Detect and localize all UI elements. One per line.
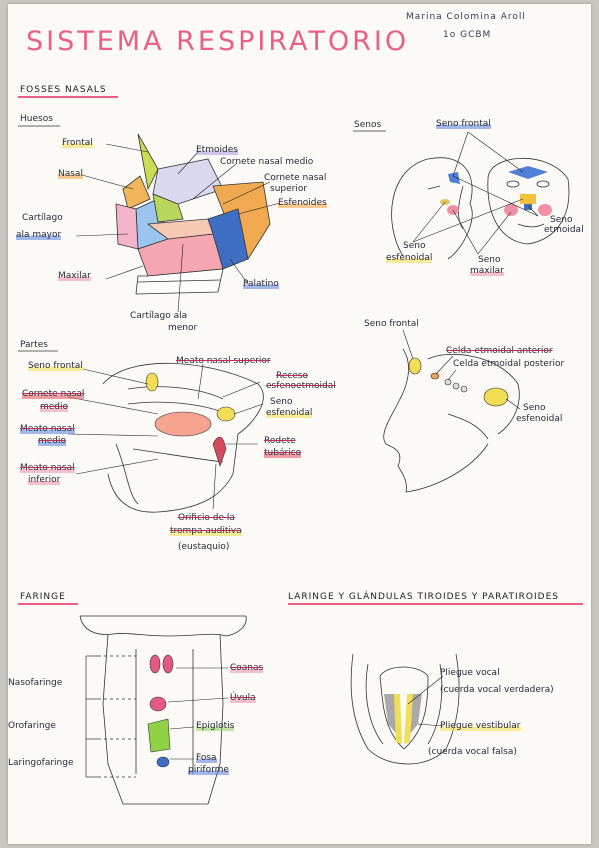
- label-cartilage-minor-1: Cartílago ala: [130, 311, 188, 321]
- huesos-leaders: [75, 143, 281, 313]
- laringe-leaders: [407, 675, 444, 727]
- label-etmoides: Etmoides: [196, 145, 238, 155]
- ethmoid-colors: [408, 357, 509, 407]
- label-meato-superior: Meato nasal superior: [176, 356, 271, 366]
- ethmoid-cells-diagram: [383, 348, 520, 493]
- label-parts-seno-esf-1: Seno: [270, 397, 293, 407]
- label-cartilage-major-2: ala mayor: [16, 230, 62, 240]
- section-heading-laringe: LARINGE Y GLÁNDULAS TIROIDES Y PARATIROI…: [288, 592, 559, 602]
- page-title: SISTEMA RESPIRATORIO: [26, 26, 410, 57]
- pharynx-diagram: [79, 615, 247, 805]
- subtitle-senos: Senos: [354, 120, 382, 130]
- label-orificio-2: trompa auditiva: [170, 526, 242, 536]
- label-cells-seno-esf-1: Seno: [523, 403, 546, 413]
- label-esfenoides: Esfenoides: [278, 198, 327, 208]
- faringe-leaders: [167, 667, 229, 760]
- heading-underlines: [18, 96, 583, 605]
- label-uvula: Úvula: [230, 693, 256, 703]
- faringe-brackets: [85, 655, 136, 778]
- label-palatino: Palatino: [243, 279, 279, 289]
- label-cuerda-verdadera: (cuerda vocal verdadera): [440, 685, 554, 695]
- label-nasal-bone: Nasal: [58, 169, 83, 179]
- label-cells-anterior: Celda etmoidal anterior: [446, 346, 553, 356]
- author-name: Marina Colomina Aroll: [406, 12, 526, 22]
- label-meato-medio-2: medio: [38, 436, 67, 446]
- pharynx-colors: [147, 654, 174, 768]
- nasal-parts-colors: [145, 372, 236, 467]
- label-cornete-medio-2: medio: [40, 402, 69, 412]
- section-heading-faringe: FARINGE: [20, 592, 66, 602]
- label-epiglotis: Epiglotis: [196, 721, 235, 731]
- label-receso-2: esfenoetmoidal: [266, 381, 336, 391]
- label-fosa-1: Fosa: [196, 753, 217, 763]
- label-meato-inferior-2: inferior: [28, 475, 61, 485]
- label-cornete-superior-1: Cornete nasal: [264, 173, 327, 183]
- label-cornete-superior-2: superior: [270, 184, 308, 194]
- label-parts-seno-esf-2: esfenoidal: [266, 408, 313, 418]
- sinus-colors: [440, 166, 552, 216]
- label-rodete-1: Rodete: [264, 436, 296, 446]
- nasal-bones-diagram: [115, 133, 271, 295]
- label-sinus-maxillary-1: Seno: [478, 255, 501, 265]
- label-coanas: Coanas: [230, 663, 264, 673]
- label-maxilar-bone: Maxilar: [58, 271, 91, 281]
- label-cartilage-major-1: Cartílago: [22, 213, 63, 223]
- region-nasofaringe: Nasofaringe: [8, 678, 63, 688]
- region-laringofaringe: Laringofaringe: [8, 758, 74, 768]
- subtitle-partes: Partes: [20, 340, 48, 350]
- senos-leaders: [412, 131, 539, 255]
- celdas-leaders: [402, 329, 521, 410]
- subtitle-huesos: Huesos: [20, 114, 53, 124]
- label-sinus-ethmoid-2: etmoidal: [544, 225, 584, 235]
- label-sinus-ethmoid-1: Seno: [550, 215, 573, 225]
- section-heading-fosas: FOSSES NASALS: [20, 85, 107, 95]
- label-meato-inferior-1: Meato nasal: [20, 463, 75, 473]
- partes-leaders: [67, 363, 264, 510]
- subtitle-underlines: [18, 125, 386, 352]
- label-cornete-medio: Cornete nasal medio: [220, 157, 314, 167]
- label-cells-seno-esf-2: esfenoidal: [516, 414, 563, 424]
- larynx-colors: [384, 694, 422, 744]
- label-cells-posterior: Celda etmoidal posterior: [453, 359, 565, 369]
- region-orofaringe: Orofaringe: [8, 721, 56, 731]
- label-cornete-medio-1: Cornete nasal: [22, 389, 85, 399]
- nasal-parts-diagram: [102, 362, 264, 513]
- label-pliegue-vocal: Pliegue vocal: [440, 668, 500, 678]
- notebook-page: SISTEMA RESPIRATORIO Marina Colomina Aro…: [8, 4, 591, 844]
- label-orificio-3: (eustaquio): [178, 542, 230, 552]
- label-meato-medio-1: Meato nasal: [20, 424, 75, 434]
- label-pliegue-vestibular: Pliegue vestibular: [440, 721, 521, 731]
- larynx-diagram: [350, 653, 460, 765]
- label-parts-seno-frontal: Seno frontal: [28, 361, 83, 371]
- anatomy-drawings: [18, 96, 583, 805]
- label-sinus-frontal: Seno frontal: [436, 119, 491, 129]
- label-fosa-2: piriforme: [188, 765, 229, 775]
- label-cuerda-falsa: (cuerda vocal falsa): [428, 747, 517, 757]
- label-frontal-bone: Frontal: [62, 138, 93, 148]
- label-sinus-sphenoid-2: esfenoidal: [386, 253, 433, 263]
- label-receso-1: Receso: [276, 371, 309, 381]
- label-orificio-1: Orificio de la: [178, 513, 235, 523]
- label-cartilage-minor-2: menor: [168, 323, 198, 333]
- label-cells-seno-frontal: Seno frontal: [364, 319, 419, 329]
- label-sinus-maxillary-2: maxilar: [470, 266, 504, 276]
- author-course: 1o GCBM: [443, 30, 492, 40]
- label-rodete-2: tubárico: [264, 448, 302, 458]
- label-sinus-sphenoid-1: Seno: [403, 241, 426, 251]
